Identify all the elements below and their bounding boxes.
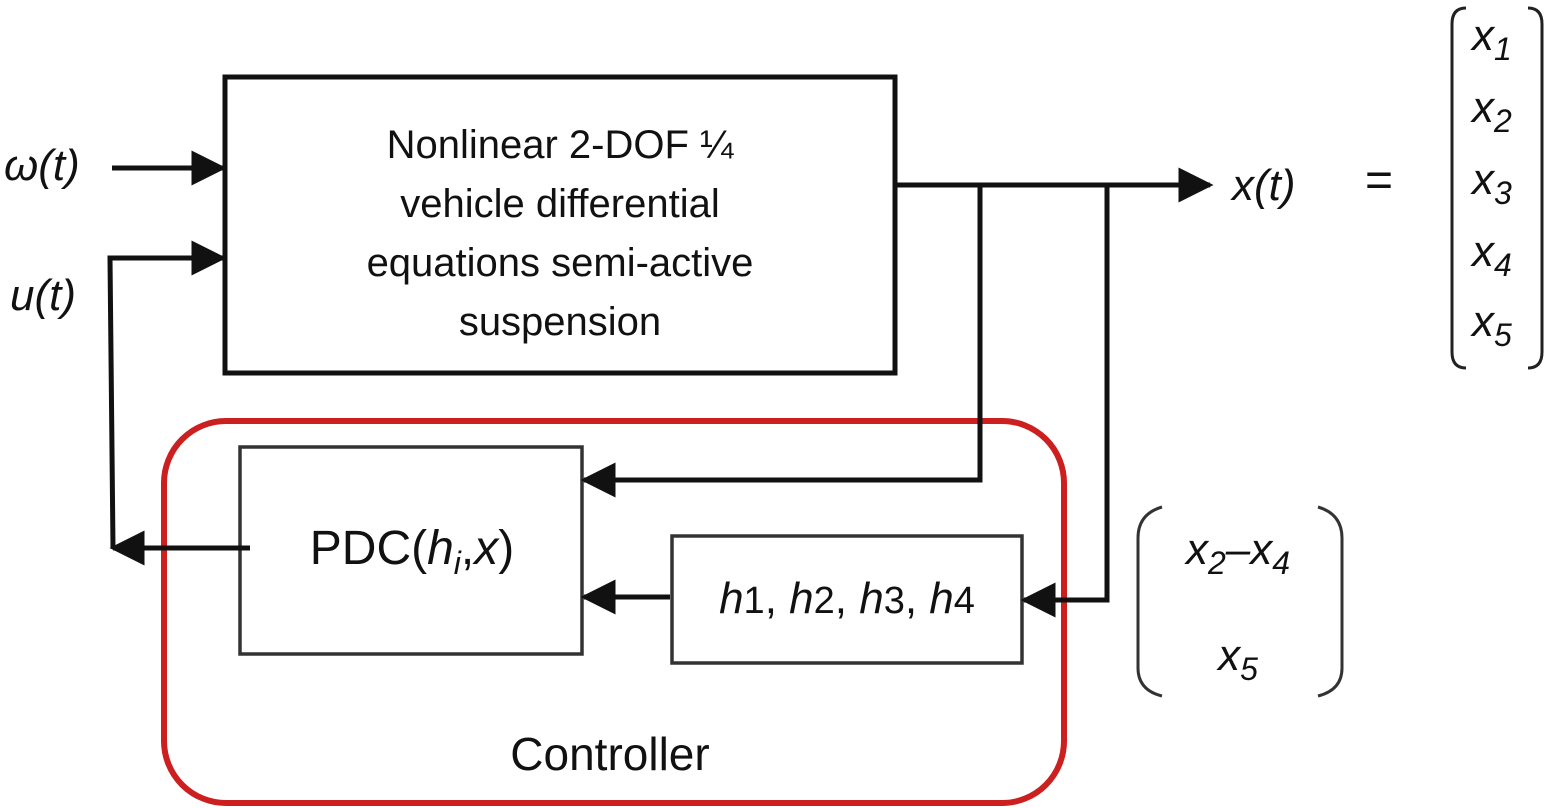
state-vector-right-bracket xyxy=(1527,6,1544,370)
state-x1: x1 xyxy=(1470,11,1512,67)
premise-feedback-arrow xyxy=(1020,187,1110,618)
equals-sign: = xyxy=(1365,154,1393,207)
plant-block xyxy=(222,74,898,376)
controller-boundary xyxy=(161,418,1067,806)
membership-label: h1, h2, h3, h4 xyxy=(719,574,975,623)
state-x2: x2 xyxy=(1470,83,1512,139)
control-arrow xyxy=(107,240,227,549)
premise-row-1: x2–x4 xyxy=(1184,525,1290,581)
premise-vector-right-paren xyxy=(1317,505,1344,698)
state-x3: x3 xyxy=(1470,155,1512,211)
plant-line-4: suspension xyxy=(459,300,661,344)
control-input-label: u(t) xyxy=(10,271,76,320)
state-x4: x4 xyxy=(1470,227,1512,283)
premise-vector-left-paren xyxy=(1136,505,1163,698)
state-vector-left-bracket xyxy=(1450,6,1467,370)
state-feedback-arrow xyxy=(580,187,983,498)
controller-title: Controller xyxy=(510,728,709,780)
state-x5: x5 xyxy=(1470,297,1512,353)
output-label: x(t) xyxy=(1230,161,1296,210)
plant-line-3: equations semi-active xyxy=(367,241,754,285)
premise-row-2: x5 xyxy=(1216,631,1258,687)
pdc-label: PDC(hi,x) xyxy=(310,522,514,581)
plant-line-2: vehicle differential xyxy=(400,182,719,226)
plant-line-1: Nonlinear 2-DOF ¼ xyxy=(387,123,734,167)
disturbance-input-label: ω(t) xyxy=(4,141,80,190)
